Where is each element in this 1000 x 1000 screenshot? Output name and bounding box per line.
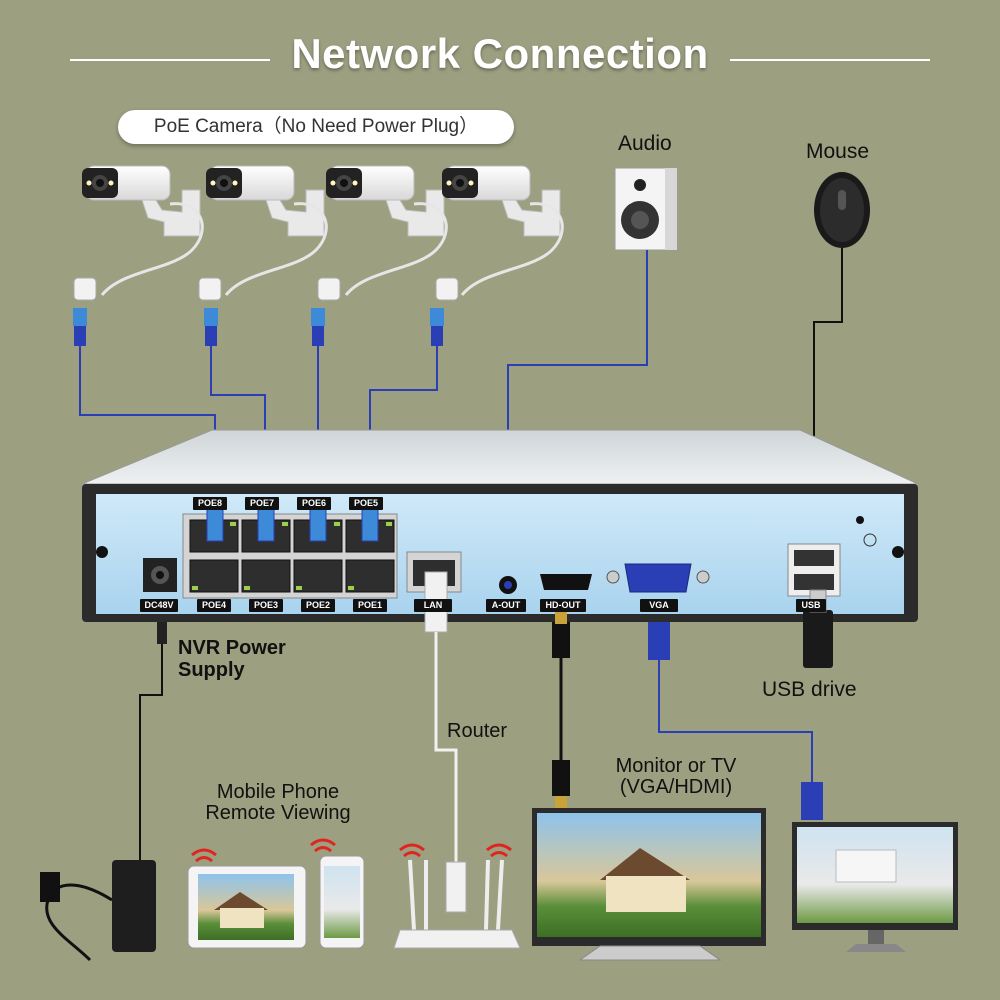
usb-drive-label: USB drive (762, 678, 857, 701)
mouse-label: Mouse (806, 140, 870, 163)
camera-4 (442, 165, 564, 296)
title-rule-left (70, 59, 270, 61)
audio-speaker (614, 167, 678, 251)
vga-cable (658, 660, 813, 782)
port-label-hdmi: HD-OUT (540, 599, 586, 612)
port-label-poe7: POE7 (245, 497, 279, 510)
page-title: Network Connection (291, 30, 709, 77)
mouse-cable (813, 248, 843, 482)
port-label-audio-out: A-OUT (486, 599, 526, 612)
hdmi-port (540, 574, 592, 590)
router-label: Router (447, 720, 508, 742)
monitor-vga (792, 822, 958, 952)
camera-2 (206, 165, 328, 296)
vga-port (606, 563, 710, 593)
monitor-label: Monitor or TV (VGA/HDMI) (615, 755, 737, 798)
port-label-usb: USB (796, 599, 826, 612)
port-label-lan: LAN (414, 599, 452, 612)
title-rule-right (730, 59, 930, 61)
camera-3 (326, 165, 448, 296)
mobile-label: Mobile Phone Remote Viewing (205, 781, 351, 824)
port-label-vga: VGA (640, 599, 678, 612)
phone-device (319, 855, 365, 949)
wifi-icons (191, 838, 512, 863)
port-label-power: DC48V (140, 599, 178, 612)
tablet-device (187, 865, 307, 949)
port-label-poe8: POE8 (193, 497, 227, 510)
port-label-poe5: POE5 (349, 497, 383, 510)
poe-leds (192, 522, 392, 590)
camera-1 (82, 165, 204, 296)
router-device (393, 859, 521, 949)
port-label-poe4: POE4 (197, 599, 231, 612)
inserted-plugs (206, 504, 379, 542)
camera-plugs (73, 277, 459, 346)
usb-ports (787, 543, 841, 597)
port-label-poe3: POE3 (249, 599, 283, 612)
port-label-poe6: POE6 (297, 497, 331, 510)
mouse-device (814, 172, 870, 248)
port-label-poe1: POE1 (353, 599, 387, 612)
usb-drive (803, 610, 833, 668)
power-adapter (40, 622, 167, 962)
router-cable (434, 632, 458, 862)
nvr-power-label: NVR Power Supply (178, 637, 286, 681)
port-label-poe2: POE2 (301, 599, 335, 612)
poe-cameras (82, 165, 564, 296)
poe-camera-label: PoE Camera（No Need Power Plug） (118, 110, 514, 144)
monitor-tv (532, 808, 766, 961)
audio-label: Audio (618, 132, 672, 155)
